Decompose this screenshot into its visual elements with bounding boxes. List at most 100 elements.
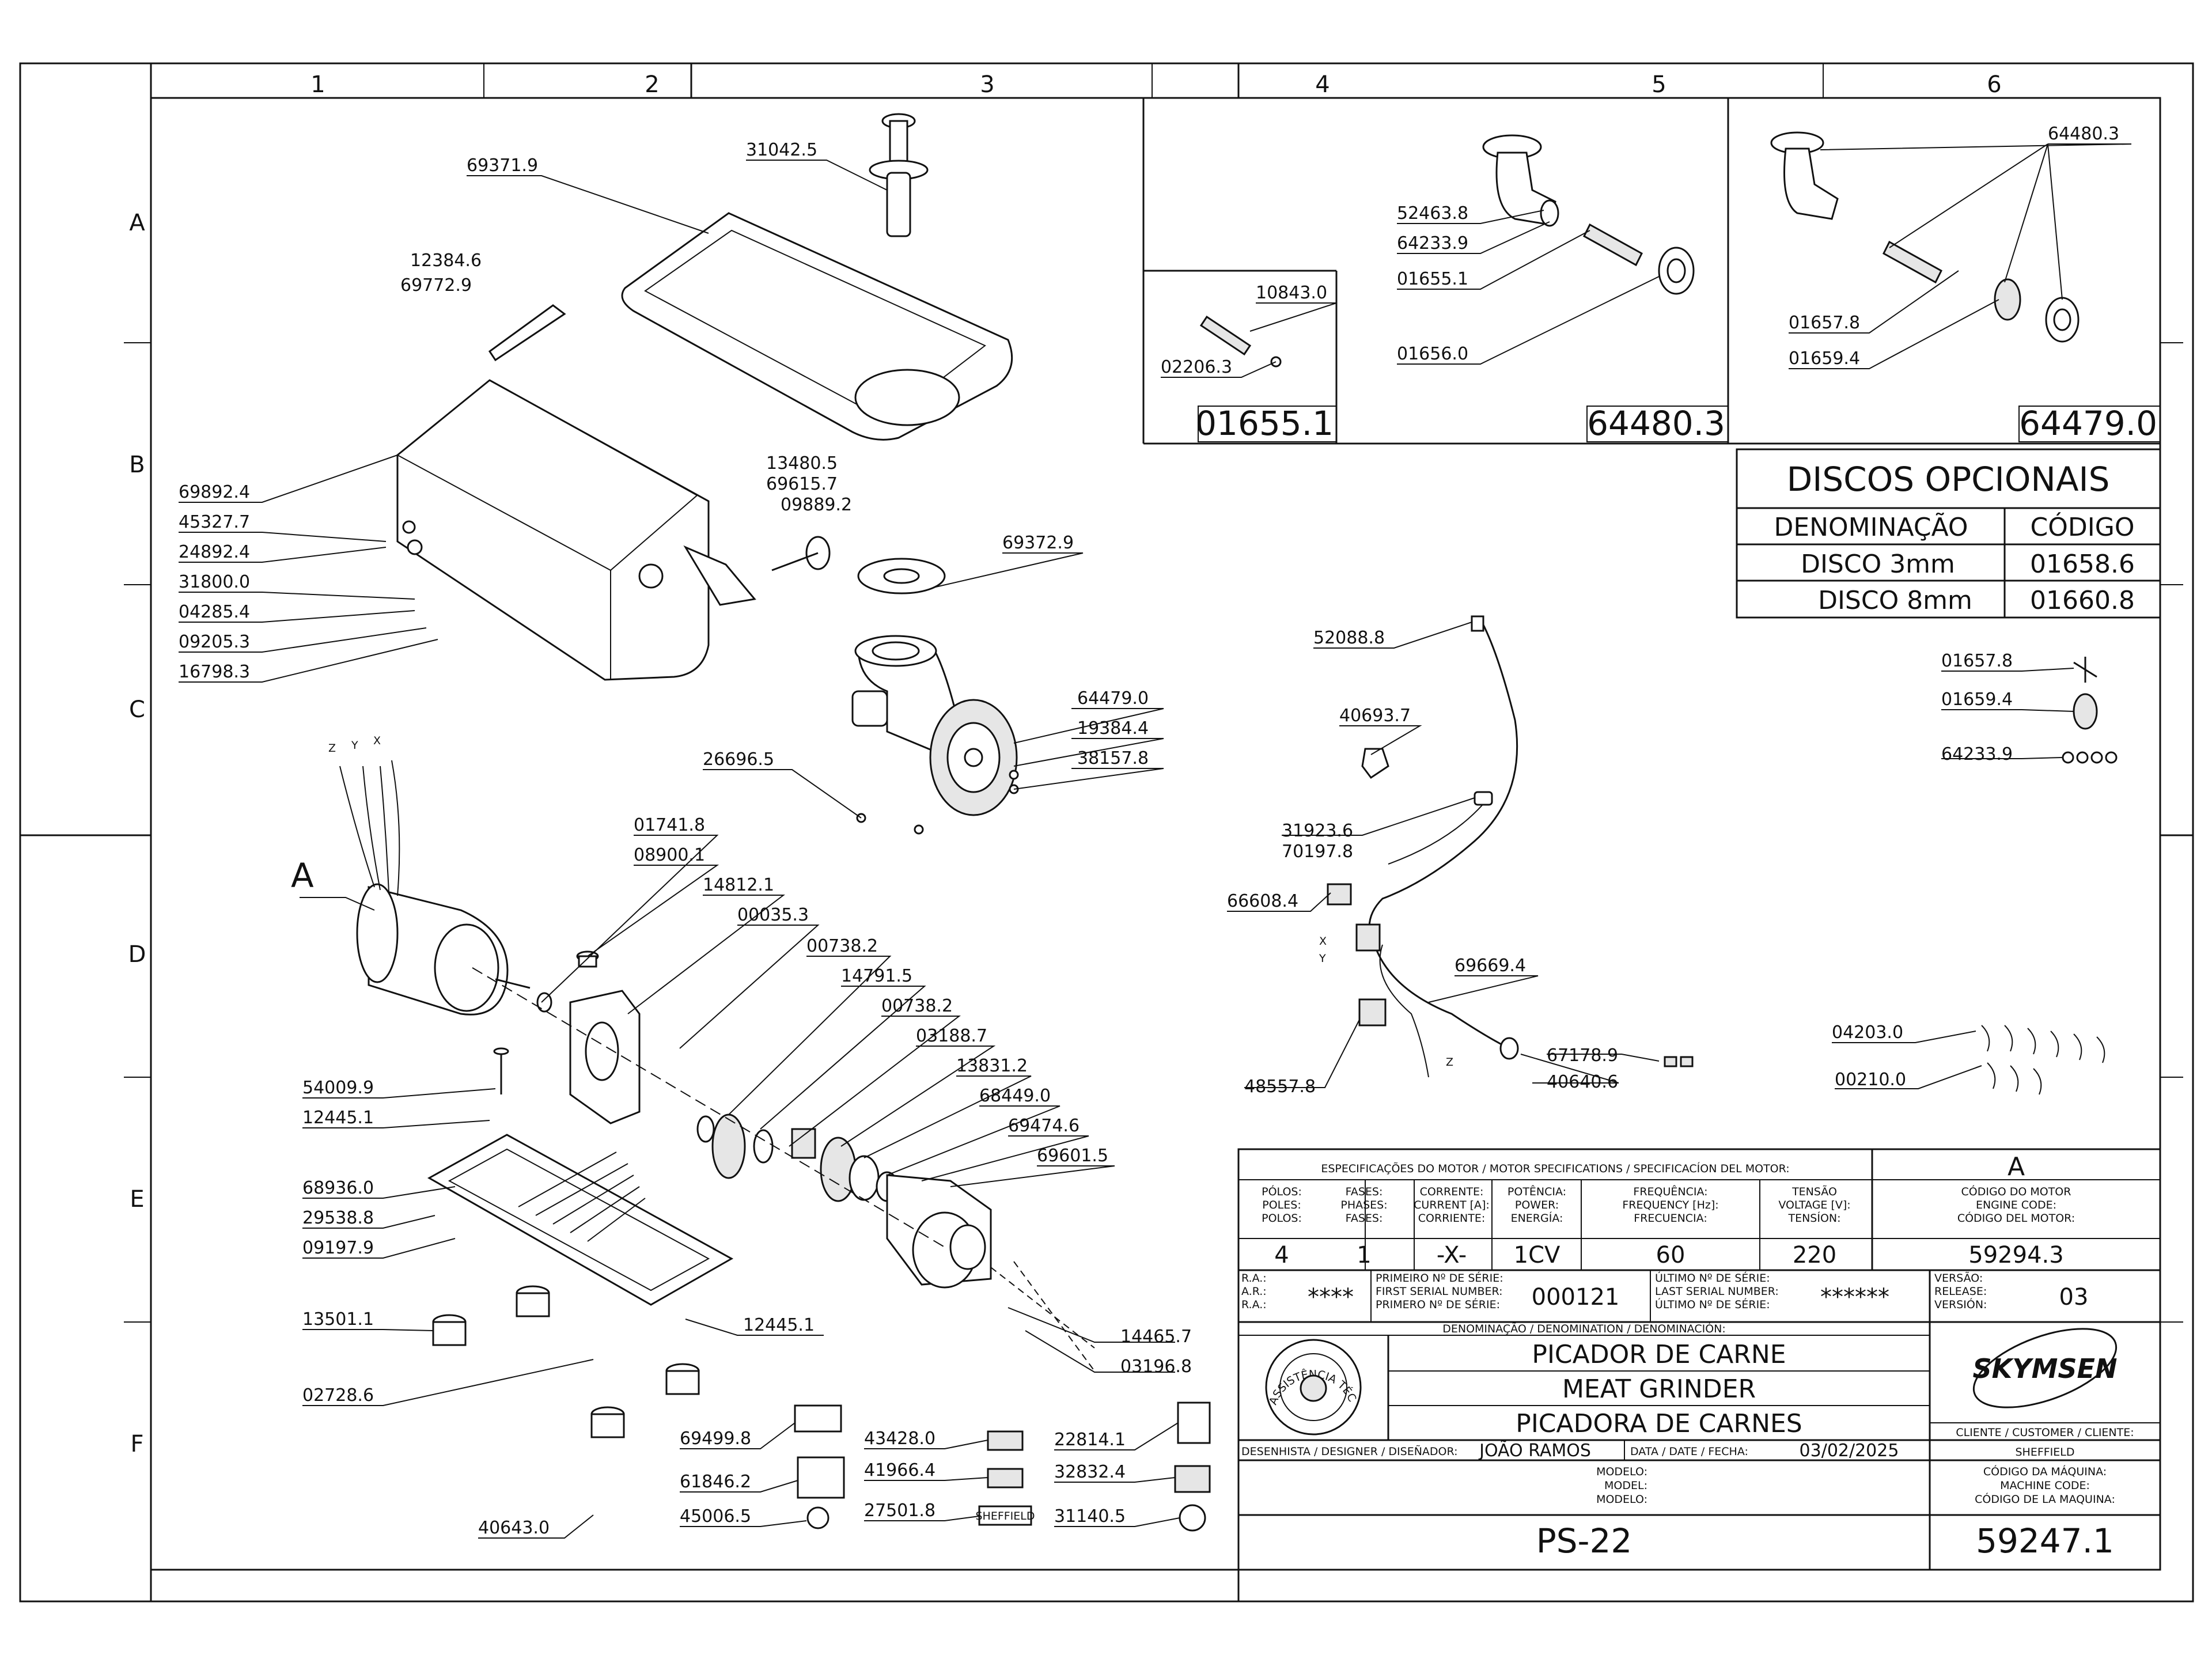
- optional-discs-table: DISCOS OPCIONAIS DENOMINAÇÃO CÓDIGO DISC…: [1736, 448, 2161, 619]
- designer-value: JOÃO RAMOS: [1478, 1440, 1591, 1461]
- kit-code-boxes: 01655.1 64480.3 64479.0: [1195, 404, 2161, 443]
- part-callout: 26696.5: [703, 749, 774, 770]
- voltage-value: 220: [1793, 1242, 1836, 1268]
- motor-version-letter: A: [2008, 1152, 2025, 1181]
- poles-value: 4: [1274, 1242, 1289, 1268]
- current-value: -X-: [1437, 1242, 1467, 1268]
- part-callout: 40640.6: [1547, 1072, 1618, 1092]
- discs-col-code: CÓDIGO: [2031, 512, 2135, 542]
- poles-label: POLES:: [1262, 1199, 1301, 1211]
- designer-label: DESENHISTA / DESIGNER / DISEÑADOR:: [1241, 1445, 1458, 1458]
- machine-code-label: CÓDIGO DA MÁQUINA:: [1983, 1464, 2107, 1478]
- name-en: MEAT GRINDER: [1562, 1374, 1756, 1404]
- callout-labels: 69371.9 31042.5 12384.6 69772.9 69892.4 …: [179, 124, 2119, 1538]
- voltage-label: VOLTAGE [V]:: [1778, 1199, 1850, 1211]
- part-callout: 03188.7: [916, 1026, 987, 1046]
- part-callout: 13831.2: [956, 1056, 1028, 1076]
- first-serial-label: PRIMERO Nº DE SÉRIE:: [1376, 1298, 1500, 1311]
- part-callout: 02728.6: [302, 1385, 374, 1406]
- part-callout: 01659.4: [1789, 349, 1860, 369]
- part-callout: 09889.2: [781, 495, 852, 515]
- disc-name: DISCO 8mm: [1818, 586, 1972, 615]
- part-callout: 24892.4: [179, 542, 250, 562]
- ra-value: ****: [1308, 1284, 1354, 1310]
- current-label: CORRENTE:: [1420, 1185, 1484, 1198]
- voltage-label: TENSÃO: [1791, 1185, 1837, 1198]
- row-label: F: [130, 1431, 143, 1457]
- model-label: MODELO:: [1596, 1465, 1647, 1478]
- part-callout: 00738.2: [806, 936, 878, 956]
- client-value: SHEFFIELD: [2015, 1446, 2074, 1459]
- phases-label: FASES:: [1346, 1185, 1383, 1198]
- wiring-harness-drawing: [1327, 615, 1694, 1078]
- sheffield-sticker-label: SHEFFIELD: [975, 1510, 1035, 1522]
- part-callout: 40643.0: [478, 1518, 550, 1538]
- part-callout: 01657.8: [1941, 651, 2013, 671]
- part-callout: 70197.8: [1282, 842, 1353, 862]
- part-callout: 45006.5: [680, 1506, 751, 1527]
- part-callout: 38157.8: [1077, 748, 1149, 768]
- part-callout: 03196.8: [1120, 1357, 1192, 1377]
- part-callout: 01659.4: [1941, 690, 2013, 710]
- part-callout: 69772.9: [400, 275, 472, 296]
- part-callout: 12445.1: [302, 1108, 374, 1128]
- part-callout: 14791.5: [841, 966, 912, 986]
- name-pt: PICADOR DE CARNE: [1532, 1340, 1786, 1369]
- ra-label: R.A.:: [1241, 1298, 1267, 1311]
- col-label: 2: [645, 71, 659, 98]
- drawing-frame: [19, 62, 2194, 1603]
- part-callout: 69601.5: [1037, 1146, 1108, 1166]
- col-label: 5: [1652, 71, 1666, 98]
- model-label: MODEL:: [1604, 1479, 1647, 1492]
- current-label: CORRIENTE:: [1418, 1212, 1485, 1225]
- part-callout: 01657.8: [1789, 313, 1860, 333]
- frequency-label: FREQUENCY [Hz]:: [1622, 1199, 1718, 1211]
- wire-label: X: [373, 734, 381, 747]
- part-callout: 00738.2: [881, 996, 953, 1016]
- part-callout: 69372.9: [1002, 533, 1074, 553]
- client-label: CLIENTE / CUSTOMER / CLIENTE:: [1956, 1426, 2134, 1439]
- part-callout: 14812.1: [703, 875, 774, 895]
- engine-code-label: CÓDIGO DEL MOTOR:: [1957, 1211, 2075, 1225]
- part-callout: 09197.9: [302, 1238, 374, 1258]
- poles-label: POLOS:: [1262, 1212, 1302, 1225]
- row-label: D: [128, 941, 146, 968]
- ra-label: R.A.:: [1241, 1272, 1267, 1285]
- part-callout: 01655.1: [1397, 269, 1468, 289]
- part-callout: 69669.4: [1455, 956, 1526, 976]
- part-callout: 64480.3: [2048, 124, 2119, 144]
- part-callout: 66608.4: [1227, 891, 1298, 911]
- version-label: VERSÃO:: [1934, 1271, 1983, 1285]
- kit-drawings: [1142, 98, 2160, 1095]
- part-callout: 31042.5: [746, 140, 817, 160]
- part-callout: 00210.0: [1835, 1070, 1906, 1090]
- discs-title: DISCOS OPCIONAIS: [1787, 460, 2110, 499]
- power-label: ENERGÍA:: [1511, 1211, 1563, 1225]
- part-callout: 31140.5: [1054, 1506, 1126, 1527]
- kit-code: 01655.1: [1195, 404, 1334, 443]
- part-callout: 64233.9: [1941, 744, 2013, 764]
- power-value: 1CV: [1514, 1242, 1560, 1268]
- part-callout: 52088.8: [1313, 628, 1385, 648]
- part-callout: 10843.0: [1256, 283, 1327, 303]
- part-callout: 19384.4: [1077, 718, 1149, 738]
- part-callout: 08900.1: [634, 845, 705, 865]
- brand-logo: SKYMSEN: [1973, 1328, 2118, 1408]
- part-callout: 69892.4: [179, 482, 250, 502]
- first-serial-value: 000121: [1532, 1284, 1620, 1310]
- col-label: 3: [980, 71, 994, 98]
- machine-code-label: MACHINE CODE:: [2000, 1479, 2090, 1492]
- name-es: PICADORA DE CARNES: [1516, 1409, 1802, 1438]
- brand-logo-text: SKYMSEN: [1973, 1353, 2118, 1384]
- engine-code-label: CÓDIGO DO MOTOR: [1961, 1184, 2071, 1198]
- leader-lines: [179, 143, 2132, 1539]
- part-callout: 41966.4: [864, 1460, 935, 1480]
- stickers-drawing: SHEFFIELD: [794, 1402, 1211, 1532]
- first-serial-label: FIRST SERIAL NUMBER:: [1376, 1285, 1503, 1298]
- part-callout: 12384.6: [410, 251, 482, 271]
- engine-code-value: 59294.3: [1968, 1242, 2063, 1268]
- kit-code: 64480.3: [1587, 404, 1725, 443]
- current-label: CURRENT [A]:: [1414, 1199, 1490, 1211]
- date-label: DATA / DATE / FECHA:: [1630, 1445, 1748, 1458]
- frequency-value: 60: [1656, 1242, 1685, 1268]
